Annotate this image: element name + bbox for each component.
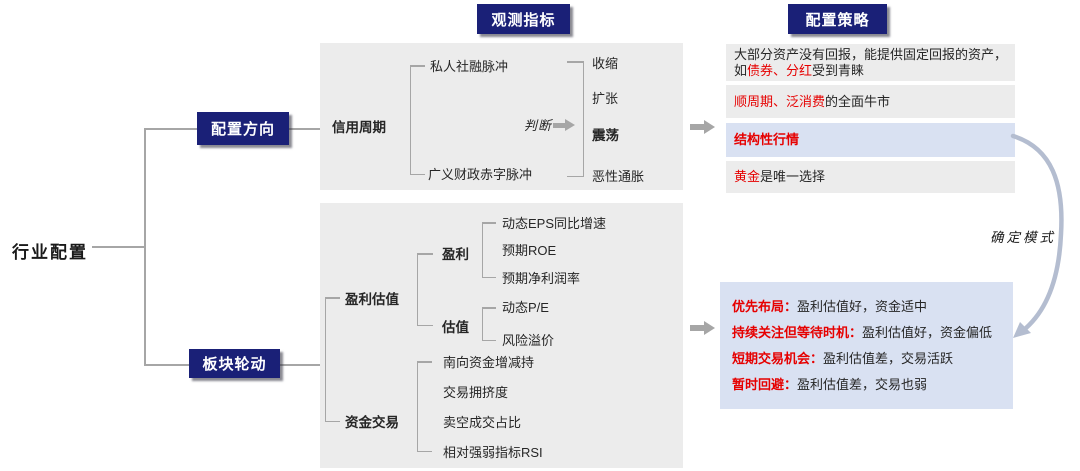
right-arrow-icon <box>690 321 716 335</box>
mode-row-desc: 盈利估值好，资金偏低 <box>862 325 993 340</box>
sub-valuation: 估值 <box>442 320 469 335</box>
metric-item: 预期ROE <box>502 243 557 258</box>
connector-line <box>144 364 190 366</box>
mode-row-desc: 盈利估值差，交易也弱 <box>797 377 928 392</box>
sub-profit: 盈利 <box>442 247 469 262</box>
connector-line <box>289 128 328 130</box>
metric-item: 动态P/E <box>502 300 549 315</box>
indicator-item: 广义财政赤字脉冲 <box>428 167 533 182</box>
connector-line <box>92 246 144 248</box>
mode-row: 暂时回避：盈利估值差，交易也弱 <box>732 377 1001 392</box>
metric-item: 南向资金增减持 <box>443 355 535 370</box>
arrow-head <box>565 119 575 131</box>
metric-item: 预期净利润率 <box>502 271 581 286</box>
metric-item: 交易拥挤度 <box>443 385 509 400</box>
node-allocation-direction: 配置方向 <box>197 112 289 145</box>
curved-arrow-icon <box>1010 133 1064 338</box>
bracket <box>417 253 433 326</box>
node-sector-rotation: 板块轮动 <box>189 349 280 378</box>
strategy-text: 大部分资产没有回报，能提供固定回报的资产， 如债券、分红受到青睐 <box>734 46 1008 78</box>
mode-label: 确定模式 <box>990 230 1056 245</box>
metric-item: 风险溢价 <box>502 333 555 348</box>
bracket <box>567 61 584 177</box>
strategy-box-hyperinflation: 黄金是唯一选择 <box>726 161 1015 193</box>
judge-label: 判断 <box>524 118 553 133</box>
header-observed-indicators: 观测指标 <box>477 4 570 34</box>
bracket <box>410 65 425 175</box>
strategy-red-text: 结构性行情 <box>734 132 800 147</box>
mode-row-label: 暂时回避： <box>732 377 798 392</box>
mode-row: 短期交易机会：盈利估值差，交易活跃 <box>732 351 1001 366</box>
strategy-box-expansion: 顺周期、泛消费的全面牛市 <box>726 85 1015 118</box>
right-arrow-icon <box>553 119 576 131</box>
metric-item: 相对强弱指标RSI <box>443 445 543 460</box>
mode-row-desc: 盈利估值好，资金适中 <box>797 299 928 314</box>
strategy-text: 顺周期、泛消费的全面牛市 <box>734 93 891 109</box>
strategy-box-contraction: 大部分资产没有回报，能提供固定回报的资产， 如债券、分红受到青睐 <box>726 44 1015 81</box>
node-credit-cycle: 信用周期 <box>332 120 386 135</box>
strategy-red-text: 债券、分红 <box>747 62 813 78</box>
mode-row-desc: 盈利估值差，交易活跃 <box>823 351 954 366</box>
group-profit-valuation: 盈利估值 <box>345 292 399 307</box>
state-item: 恶性通胀 <box>592 169 645 184</box>
mode-row: 优先布局：盈利估值好，资金适中 <box>732 299 1001 314</box>
panel-credit-cycle <box>320 43 683 190</box>
state-item-highlight: 震荡 <box>592 128 619 143</box>
strategy-red-text: 黄金 <box>734 169 761 184</box>
mode-row-label: 持续关注但等待时机： <box>732 325 863 340</box>
arrow-head <box>704 321 715 335</box>
state-item: 收缩 <box>592 56 619 71</box>
mode-strategy-box: 优先布局：盈利估值好，资金适中 持续关注但等待时机：盈利估值好，资金偏低 短期交… <box>720 282 1013 409</box>
root-label: 行业配置 <box>12 243 88 262</box>
state-item: 扩张 <box>592 91 619 106</box>
header-allocation-strategy: 配置策略 <box>788 4 887 34</box>
connector-line <box>144 128 146 366</box>
strategy-box-oscillation: 结构性行情 <box>726 123 1015 157</box>
indicator-item: 私人社融脉冲 <box>430 59 509 74</box>
strategy-red-text: 顺周期、泛消费 <box>734 93 826 109</box>
bracket <box>417 361 432 452</box>
bracket <box>325 297 340 422</box>
arrow-head <box>704 120 715 134</box>
mode-row: 持续关注但等待时机：盈利估值好，资金偏低 <box>732 325 1001 340</box>
bracket <box>482 307 496 341</box>
bracket <box>482 222 496 278</box>
mode-row-label: 优先布局： <box>732 299 798 314</box>
panel-sector-indicators <box>320 203 683 468</box>
arrow-body <box>690 124 704 130</box>
metric-item: 动态EPS同比增速 <box>502 216 607 231</box>
arrow-body <box>690 325 704 331</box>
metric-item: 卖空成交占比 <box>443 415 522 430</box>
right-arrow-icon <box>690 120 716 134</box>
arrow-body <box>553 123 565 128</box>
strategy-text: 黄金是唯一选择 <box>734 169 826 184</box>
connector-line <box>280 364 326 366</box>
mode-row-label: 短期交易机会： <box>732 351 824 366</box>
group-fund-trading: 资金交易 <box>345 415 399 430</box>
connector-line <box>144 128 198 130</box>
